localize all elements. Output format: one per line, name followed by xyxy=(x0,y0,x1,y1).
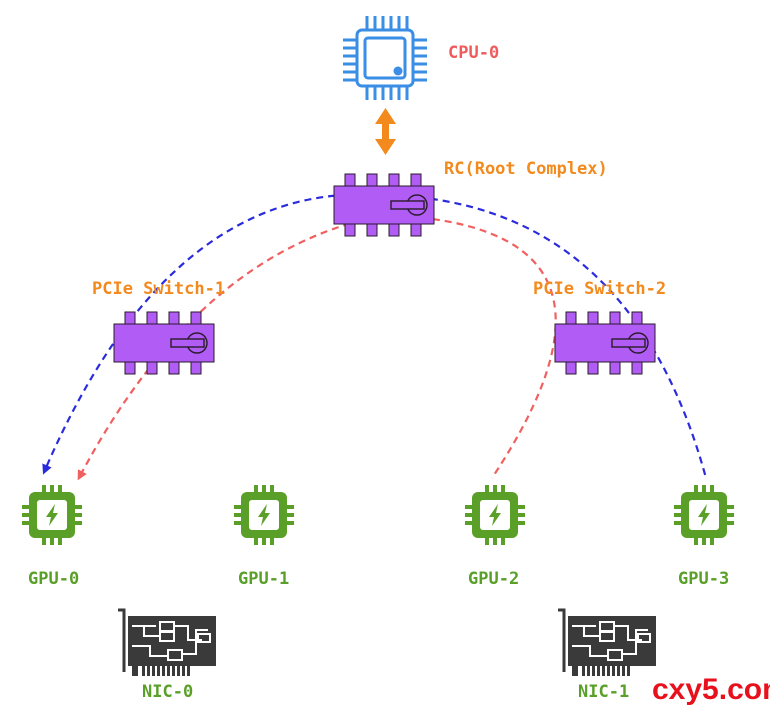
watermark-text: cxy5.com xyxy=(652,673,770,706)
root-complex-label: RC(Root Complex) xyxy=(444,159,608,179)
path-red-left xyxy=(77,213,386,481)
path-blue-right xyxy=(382,193,708,479)
nic-0-label: NIC-0 xyxy=(142,682,193,702)
path-blue-left xyxy=(42,193,384,475)
gpu-1-label: GPU-1 xyxy=(238,569,289,589)
pcie-switch-2-chip-icon xyxy=(554,311,656,375)
pcie-switch-1-label: PCIe Switch-1 xyxy=(92,279,225,299)
root-complex-chip-icon xyxy=(333,173,435,237)
pcie-switch-1-chip-icon xyxy=(113,311,215,375)
gpu-2-label: GPU-2 xyxy=(468,569,519,589)
gpu-1-chip-icon xyxy=(234,485,294,545)
cpu-label: CPU-0 xyxy=(448,43,499,63)
bidirectional-arrow-icon xyxy=(375,108,396,155)
nic-0-network-card-icon xyxy=(116,608,218,678)
gpu-0-chip-icon xyxy=(22,485,82,545)
gpu-2-chip-icon xyxy=(465,485,525,545)
path-red-right xyxy=(384,213,557,479)
nic-1-network-card-icon xyxy=(556,608,658,678)
gpu-3-label: GPU-3 xyxy=(678,569,729,589)
pcie-switch-2-label: PCIe Switch-2 xyxy=(533,279,666,299)
gpu-3-chip-icon xyxy=(674,485,734,545)
cpu-chip-icon xyxy=(343,16,427,100)
gpu-0-label: GPU-0 xyxy=(28,569,79,589)
nic-1-label: NIC-1 xyxy=(578,682,629,702)
